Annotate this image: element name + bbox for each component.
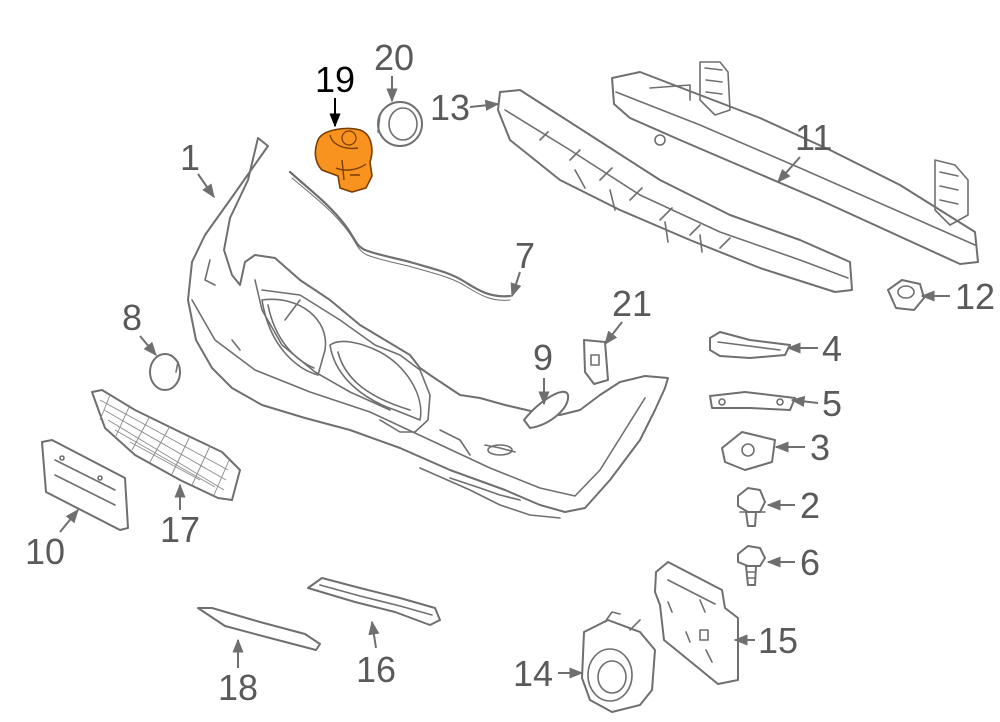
leader-16 bbox=[368, 620, 380, 649]
callout-labels: 19 20 1 13 11 7 8 9 21 12 4 5 3 2 6 17 1… bbox=[25, 37, 995, 708]
leader-11 bbox=[777, 156, 801, 184]
callout-21: 21 bbox=[612, 283, 652, 324]
callout-19: 19 bbox=[315, 59, 355, 100]
callout-5: 5 bbox=[822, 383, 842, 424]
callout-9: 9 bbox=[533, 337, 553, 378]
part-13-absorber bbox=[497, 89, 853, 293]
leader-7 bbox=[510, 271, 522, 298]
callout-10: 10 bbox=[25, 531, 65, 572]
leader-8 bbox=[139, 335, 157, 357]
part-5-bracket bbox=[709, 391, 796, 411]
callout-11: 11 bbox=[795, 117, 832, 158]
callout-15: 15 bbox=[758, 620, 798, 661]
part-3-clip bbox=[721, 431, 776, 471]
part-17-grille bbox=[91, 389, 241, 501]
callout-16: 16 bbox=[356, 649, 396, 690]
part-7-seal bbox=[288, 170, 512, 301]
part-15-bracket bbox=[654, 561, 739, 685]
callout-18: 18 bbox=[218, 667, 258, 708]
leader-5 bbox=[790, 395, 819, 408]
callout-3: 3 bbox=[810, 427, 830, 468]
part-14-radar bbox=[581, 611, 656, 713]
part-8-tow-cover bbox=[149, 353, 181, 391]
callout-8: 8 bbox=[122, 297, 142, 338]
callout-14: 14 bbox=[513, 653, 553, 694]
part-12-nut bbox=[887, 279, 925, 311]
leader-21 bbox=[604, 321, 623, 346]
callout-20: 20 bbox=[374, 37, 414, 78]
callout-12: 12 bbox=[955, 276, 995, 317]
part-21-bracket bbox=[583, 339, 609, 385]
part-10-plate bbox=[41, 439, 129, 531]
part-16-trim bbox=[307, 577, 441, 626]
leader-13 bbox=[469, 99, 500, 111]
callout-13: 13 bbox=[430, 87, 470, 128]
callout-4: 4 bbox=[822, 328, 842, 369]
part-20-ring bbox=[377, 101, 423, 147]
part-2-bolt bbox=[737, 487, 766, 527]
leader-lines bbox=[59, 76, 950, 679]
part-19-sensor bbox=[314, 127, 373, 193]
part-18-trim bbox=[197, 607, 321, 651]
part-4-bracket bbox=[709, 331, 791, 359]
callout-17: 17 bbox=[160, 509, 200, 550]
callout-7: 7 bbox=[515, 235, 535, 276]
part-6-bolt bbox=[737, 545, 766, 586]
leader-1 bbox=[197, 173, 215, 199]
callout-1: 1 bbox=[180, 137, 200, 178]
callout-2: 2 bbox=[800, 485, 820, 526]
leader-10 bbox=[59, 508, 79, 533]
part-11-bumper-beam bbox=[611, 61, 979, 265]
callout-6: 6 bbox=[800, 542, 820, 583]
